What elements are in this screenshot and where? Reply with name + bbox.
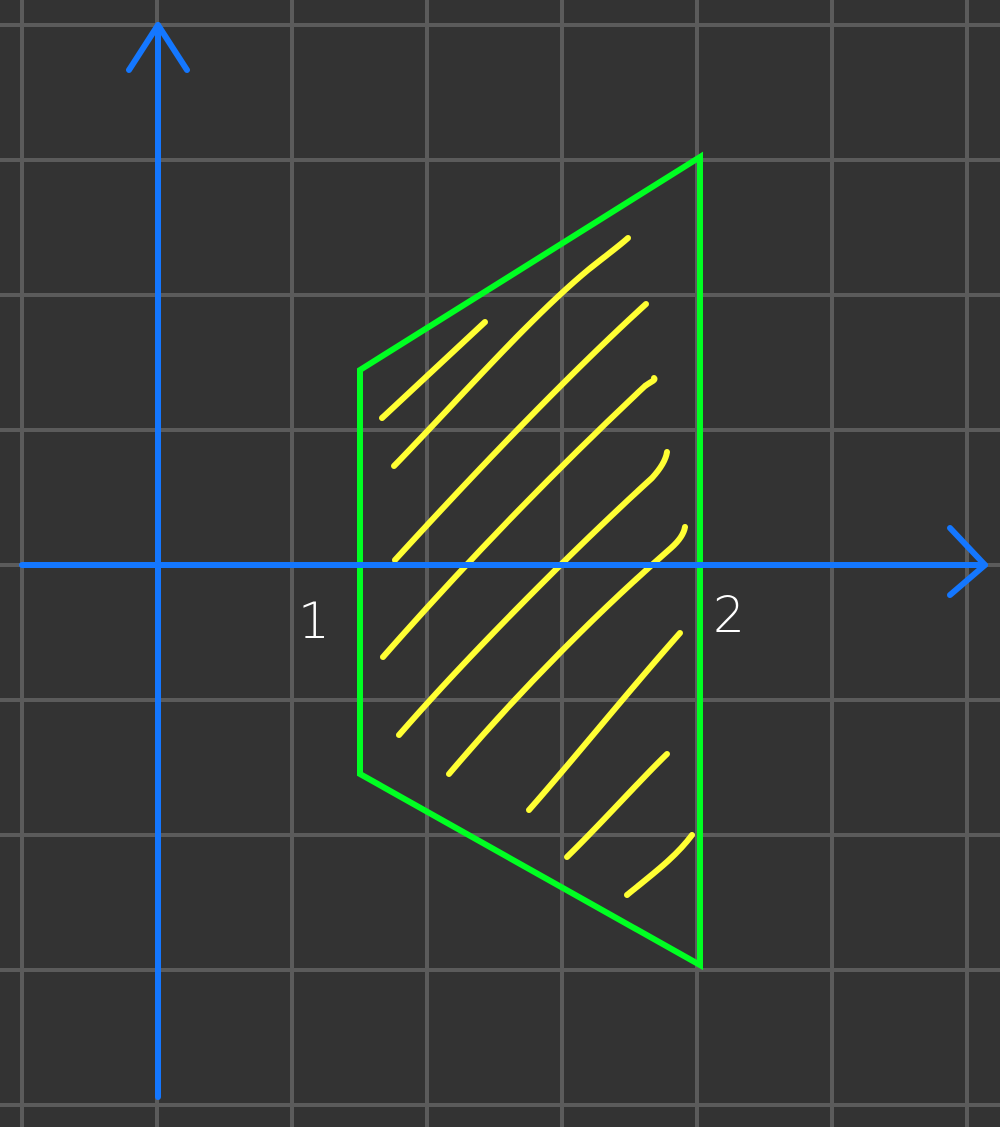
hatch-stroke: [446, 524, 688, 777]
hatch-stroke: [396, 449, 670, 738]
shaded-region: [357, 151, 703, 971]
hatch-stroke: [392, 301, 649, 563]
hatch-stroke: [526, 630, 683, 813]
region-outline: [357, 151, 703, 971]
hatch-stroke: [624, 832, 695, 898]
x-axis-label-two: 2: [713, 586, 745, 644]
region-hatching: [379, 235, 695, 898]
hatch-stroke: [391, 235, 631, 469]
x-axis-label-one: 1: [298, 592, 330, 650]
arrow-right-icon: [947, 525, 988, 598]
hatch-stroke: [379, 319, 488, 421]
axes: [19, 22, 988, 1100]
hatch-stroke: [564, 751, 670, 860]
arrow-up-icon: [126, 22, 190, 73]
hatch-stroke: [380, 375, 658, 660]
